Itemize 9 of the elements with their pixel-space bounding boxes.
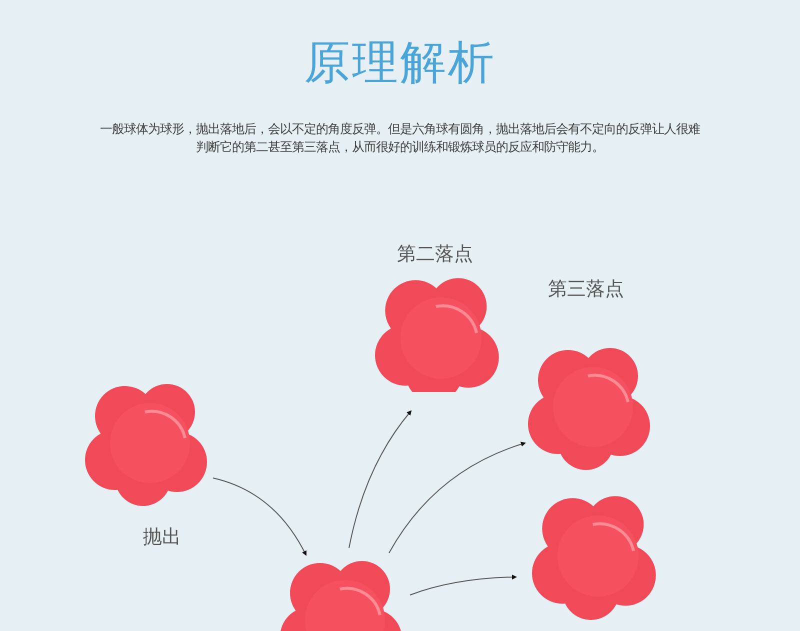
ball-caption: 第二落点	[397, 242, 473, 267]
arrow	[388, 442, 526, 554]
arrow	[348, 410, 412, 548]
arrow	[212, 478, 306, 556]
ball-caption: 抛出	[143, 525, 181, 550]
ball-caption: 第三落点	[548, 277, 624, 302]
description-text: 一般球体为球形，抛出落地后，会以不定的角度反弹。但是六角球有圆角，抛出落地后会有不定向的反弹让人很难判断它的第二甚至第三落点，从而很好的训练和锻炼球员的反应和防守能力。	[100, 120, 700, 156]
title: 原理解析	[304, 35, 496, 89]
arrow	[410, 574, 517, 596]
